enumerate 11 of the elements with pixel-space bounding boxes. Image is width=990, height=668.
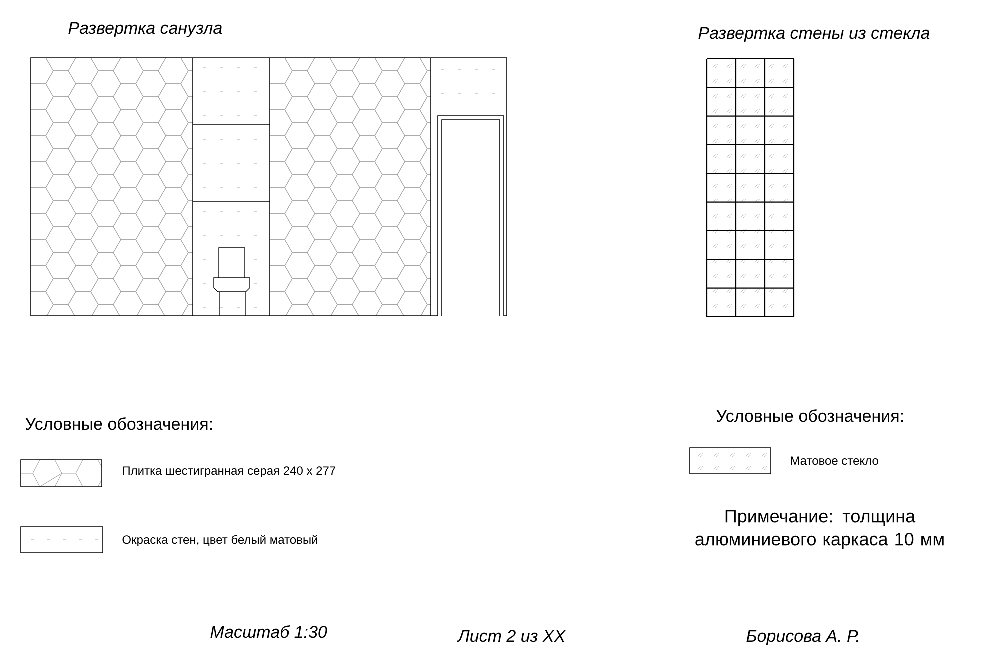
heading: Развертка стены из стекла [698,27,930,43]
legend-label: Матовое стекло [791,456,878,466]
legend-heading: Условные обозначения: [716,410,903,422]
scale-label: Масштаб 1:30 [210,626,328,638]
legend-heading: Условные обозначения: [26,418,212,430]
note: Примечание: толщина алюминиевого каркаса 10 мм [696,510,944,550]
legend-label: Плитка шестигранная серая 240 x 277 [123,466,336,478]
legend-label: Окраска стен, цвет белый матовый [122,535,318,546]
heading: Развертка санузла [68,22,222,38]
author-name: Борисова А. Р. [746,630,858,646]
sheet-number: Лист 2 из XX [457,630,566,642]
